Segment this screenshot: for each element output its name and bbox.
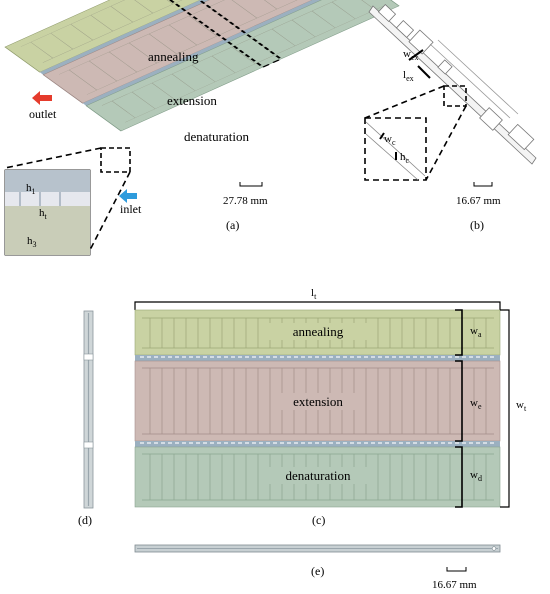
iso-label-extension: extension xyxy=(167,93,217,108)
dim-h-c: hc xyxy=(400,151,410,165)
panel-d: (d) xyxy=(78,310,94,527)
scale-bar-e xyxy=(446,567,467,572)
top-separator-1 xyxy=(135,355,500,361)
dim-w-t: wt xyxy=(516,399,527,413)
iso-channel-pattern xyxy=(20,0,384,123)
top-label-annealing: annealing xyxy=(293,324,344,339)
iso-label-denaturation: denaturation xyxy=(184,129,249,144)
panel-b: wex lex wc hc 16.67 mm (b) xyxy=(364,4,537,232)
inlet-label: inlet xyxy=(120,202,142,216)
chip-isometric xyxy=(4,0,400,132)
scale-bar-b xyxy=(473,182,493,187)
side-notch-2 xyxy=(83,441,94,449)
top-label-denaturation-bg xyxy=(262,467,374,484)
dim-l-ex: lex xyxy=(403,69,414,83)
caption-b: (b) xyxy=(470,218,484,232)
zoom-source-box xyxy=(100,147,131,173)
zoom-inset xyxy=(4,169,91,256)
slice-zoom-source xyxy=(443,85,467,107)
scale-label-e: 16.67 mm xyxy=(432,579,477,591)
dim-w-e-bracket xyxy=(455,360,463,442)
slice-zoom-line-2 xyxy=(425,105,467,181)
panel-e: (e) 16.67 mm xyxy=(134,544,501,591)
caption-e: (e) xyxy=(311,564,324,578)
zoom-line-1 xyxy=(4,147,102,169)
iso-separator-1 xyxy=(39,0,322,75)
scale-label-b: 16.67 mm xyxy=(456,195,501,207)
top-label-extension-bg xyxy=(272,393,364,410)
outlet-arrow xyxy=(32,91,52,105)
scale-label-a: 27.78 mm xyxy=(223,195,268,207)
iso-denaturation-zone xyxy=(85,0,400,132)
dim-l-t: lt xyxy=(311,287,317,301)
dim-w-c-line xyxy=(379,132,385,140)
zoom-line-2 xyxy=(89,171,131,251)
dim-l-ex-line xyxy=(417,65,431,79)
top-label-extension: extension xyxy=(293,394,343,409)
caption-a: (a) xyxy=(226,218,239,232)
top-label-annealing-bg xyxy=(268,323,368,340)
dim-w-a-bracket xyxy=(455,309,463,356)
iso-label-annealing: annealing xyxy=(148,49,199,64)
dim-w-d: wd xyxy=(470,469,482,483)
inset-dim-h3: h3 xyxy=(27,235,37,249)
panel-c: lt annealing extension denaturation wa w… xyxy=(134,287,527,527)
scale-bar-a xyxy=(239,182,263,187)
slice-drawing xyxy=(368,4,537,165)
top-separator-2 xyxy=(135,441,500,447)
caption-d: (d) xyxy=(78,513,92,527)
dim-w-d-bracket xyxy=(455,446,463,508)
top-label-denaturation: denaturation xyxy=(286,468,351,483)
iso-separator-2 xyxy=(82,0,365,106)
panel-a: annealing extension denaturation outlet … xyxy=(4,0,400,256)
dim-l-t-bracket xyxy=(134,301,501,310)
dim-w-a: wa xyxy=(470,325,482,339)
dim-w-t-bracket xyxy=(500,309,510,508)
slice-zoom-channel xyxy=(365,121,426,181)
slice-zoom-line-1 xyxy=(364,85,445,119)
dim-w-ex-line xyxy=(408,49,424,61)
bottom-strip-port xyxy=(491,546,497,551)
dim-w-e: we xyxy=(470,397,482,411)
outlet-label: outlet xyxy=(29,107,57,121)
caption-c: (c) xyxy=(312,513,325,527)
side-notch-1 xyxy=(83,353,94,361)
inset-dim-ht: ht xyxy=(39,207,48,221)
inlet-arrow xyxy=(119,189,137,203)
inset-dim-h1: h1 xyxy=(26,182,36,196)
dim-w-c: wc xyxy=(384,133,396,147)
